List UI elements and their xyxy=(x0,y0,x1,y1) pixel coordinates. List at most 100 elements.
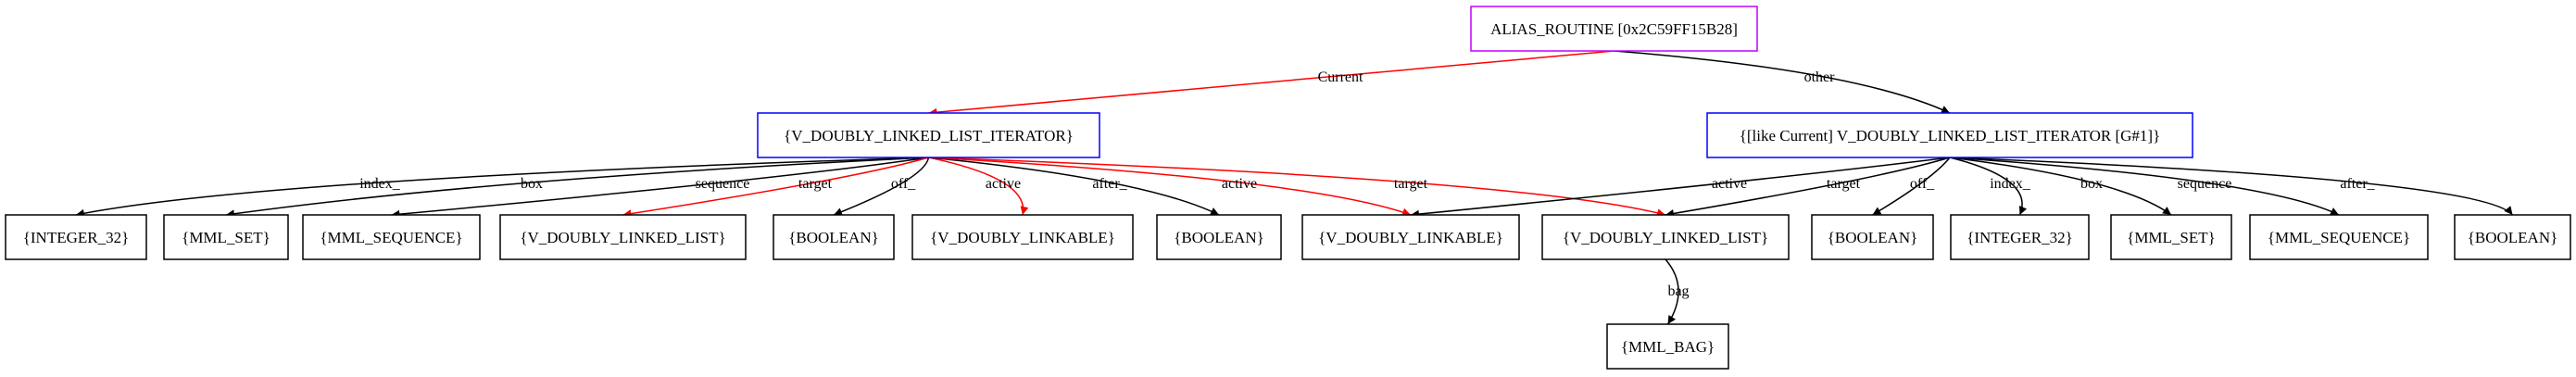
node-mml-set-right: {MML_SET} xyxy=(2110,214,2232,260)
node-boolean-2: {BOOLEAN} xyxy=(1156,214,1282,260)
node-box xyxy=(773,214,895,260)
edge-line xyxy=(1949,157,2028,216)
edge-active-vdl-iterator-to-vd-linkable-left: active xyxy=(928,157,1029,216)
edge-line xyxy=(1614,50,1951,114)
edge-line xyxy=(1665,157,1951,218)
edge-label: sequence xyxy=(2178,176,2232,192)
node-label: {BOOLEAN} xyxy=(2468,229,2558,246)
node-alias-routine: ALIAS_ROUTINE [0x2C59FF15B28] xyxy=(1470,6,1758,52)
node-box xyxy=(1950,214,2090,260)
edge-line xyxy=(1410,157,1951,219)
node-label: {[like Current] V_DOUBLY_LINKED_LIST_ITE… xyxy=(1740,127,2161,145)
edge-active-like-current-iterator-to-vd-linkable-shared: active xyxy=(1410,157,1951,219)
edge-label: after_ xyxy=(1092,176,1127,192)
node-box xyxy=(163,214,289,260)
node-label: {V_DOUBLY_LINKED_LIST_ITERATOR} xyxy=(784,127,1074,145)
edge-line xyxy=(1872,157,1951,216)
edge-line xyxy=(1949,157,2172,216)
edge-sequence-like-current-iterator-to-mml-sequence-right: sequence xyxy=(1949,157,2340,216)
edge-label: bag xyxy=(1667,283,1689,299)
node-box xyxy=(1811,214,1934,260)
node-box xyxy=(2454,214,2571,260)
node-label: {INTEGER_32} xyxy=(23,229,130,246)
edge-sequence-vdl-iterator-to-mml-sequence-left: sequence xyxy=(391,157,929,219)
edge-off-like-current-iterator-to-boolean-3: off_ xyxy=(1872,157,1951,216)
node-integer-32-right: {INTEGER_32} xyxy=(1950,214,2090,260)
edge-box-like-current-iterator-to-mml-set-right: box xyxy=(1949,157,2172,216)
node-vd-linkable-shared: {V_DOUBLY_LINKABLE} xyxy=(1301,214,1520,260)
node-label: {MML_SET} xyxy=(2127,229,2216,246)
edge-index-like-current-iterator-to-integer-32-right: index_ xyxy=(1949,157,2031,216)
edge-line xyxy=(622,157,929,219)
node-box xyxy=(2249,214,2429,260)
node-vd-linkable-left: {V_DOUBLY_LINKABLE} xyxy=(911,214,1134,260)
edge-label: Current xyxy=(1318,69,1363,85)
node-boolean-3: {BOOLEAN} xyxy=(1811,214,1934,260)
node-label: {BOOLEAN} xyxy=(788,229,879,246)
node-box xyxy=(1301,214,1520,260)
node-box xyxy=(1470,6,1758,52)
node-label: {MML_BAG} xyxy=(1621,338,1715,356)
node-label: {MML_SET} xyxy=(182,229,270,246)
node-box xyxy=(2110,214,2232,260)
node-vdl-iterator: {V_DOUBLY_LINKED_LIST_ITERATOR} xyxy=(757,112,1100,158)
node-label: {V_DOUBLY_LINKED_LIST} xyxy=(1563,229,1768,246)
edge-off-vdl-iterator-to-boolean-1: off_ xyxy=(833,157,930,216)
node-mml-bag: {MML_BAG} xyxy=(1606,323,1729,370)
edge-label: target xyxy=(798,176,833,192)
node-box xyxy=(757,112,1100,158)
node-box xyxy=(1156,214,1282,260)
edge-label: after_ xyxy=(2340,176,2375,192)
edge-current-alias-routine-to-vdl-iterator: Current xyxy=(928,50,1615,117)
edge-target-like-current-iterator-to-vdl-list-shared: target xyxy=(1665,157,1951,218)
node-label: {MML_SEQUENCE} xyxy=(2268,229,2410,246)
edge-label: active xyxy=(1222,176,1257,192)
node-boolean-1: {BOOLEAN} xyxy=(773,214,895,260)
node-boolean-4: {BOOLEAN} xyxy=(2454,214,2571,260)
node-box xyxy=(499,214,747,260)
node-box xyxy=(5,214,147,260)
node-mml-sequence-right: {MML_SEQUENCE} xyxy=(2249,214,2429,260)
edge-target-vdl-iterator-to-vdl-list-left: target xyxy=(622,157,929,219)
edge-line xyxy=(391,157,929,219)
node-label: {V_DOUBLY_LINKED_LIST} xyxy=(520,229,725,246)
node-label: ALIAS_ROUTINE [0x2C59FF15B28] xyxy=(1490,20,1738,38)
node-box xyxy=(1541,214,1790,260)
node-mml-set-left: {MML_SET} xyxy=(163,214,289,260)
node-label: {MML_SEQUENCE} xyxy=(320,229,462,246)
edge-label: box xyxy=(521,176,543,192)
edge-line xyxy=(833,157,930,216)
edge-label: target xyxy=(1827,176,1861,192)
edge-line xyxy=(75,157,929,218)
edge-line xyxy=(1665,258,1679,325)
edge-line xyxy=(928,50,1615,117)
edge-label: index_ xyxy=(1990,176,2031,192)
node-box xyxy=(302,214,481,260)
edge-label: sequence xyxy=(696,176,750,192)
node-vdl-list-left: {V_DOUBLY_LINKED_LIST} xyxy=(499,214,747,260)
edge-line xyxy=(928,157,1412,217)
edge-line xyxy=(1949,157,2340,216)
node-mml-sequence-left: {MML_SEQUENCE} xyxy=(302,214,481,260)
node-box xyxy=(1706,112,2193,158)
edge-target-vdl-iterator-to-vdl-list-shared: target xyxy=(928,157,1666,218)
edge-label: active xyxy=(986,176,1021,192)
edge-label: index_ xyxy=(359,176,401,192)
node-box xyxy=(1606,323,1729,370)
edge-active-vdl-iterator-to-vd-linkable-shared: active xyxy=(928,157,1412,217)
node-label: {INTEGER_32} xyxy=(1967,229,2073,246)
edge-label: active xyxy=(1712,176,1747,192)
node-label: {BOOLEAN} xyxy=(1828,229,1918,246)
edge-after-vdl-iterator-to-boolean-2: after_ xyxy=(928,157,1220,216)
edge-label: target xyxy=(1394,176,1428,192)
node-label: {BOOLEAN} xyxy=(1174,229,1264,246)
edge-other-alias-routine-to-like-current-iterator: other xyxy=(1614,50,1951,114)
nodes-layer: ALIAS_ROUTINE [0x2C59FF15B28] {V_DOUBLY_L… xyxy=(5,6,2571,370)
node-label: {V_DOUBLY_LINKABLE} xyxy=(930,229,1115,246)
edge-line xyxy=(1949,157,2514,216)
edge-box-vdl-iterator-to-mml-set-left: box xyxy=(225,157,929,219)
edge-line xyxy=(928,157,1666,218)
node-box xyxy=(911,214,1134,260)
